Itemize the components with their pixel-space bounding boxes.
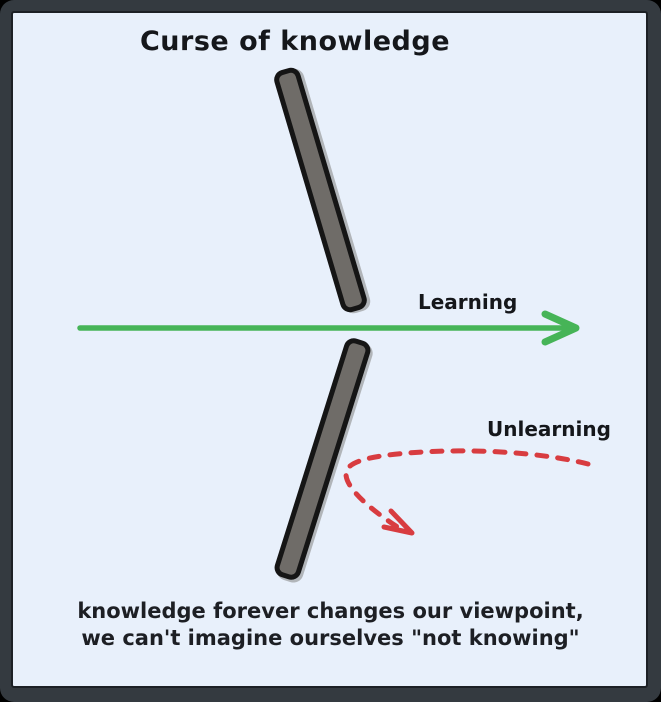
learning-arrow-shaft	[77, 324, 569, 331]
caption-line-1: knowledge forever changes our viewpoint,	[77, 599, 584, 623]
caption: knowledge forever changes our viewpoint,…	[0, 598, 661, 652]
diagram-panel	[11, 11, 648, 688]
unlearning-arrow-head	[381, 508, 415, 536]
diagram-title: Curse of knowledge	[139, 26, 451, 57]
caption-line-2: we can't imagine ourselves "not knowing"	[81, 626, 580, 650]
learning-label: Learning	[418, 290, 518, 314]
unlearning-arrow-shaft	[343, 448, 591, 531]
learning-arrow-head	[541, 310, 580, 346]
unlearning-label: Unlearning	[487, 417, 611, 441]
